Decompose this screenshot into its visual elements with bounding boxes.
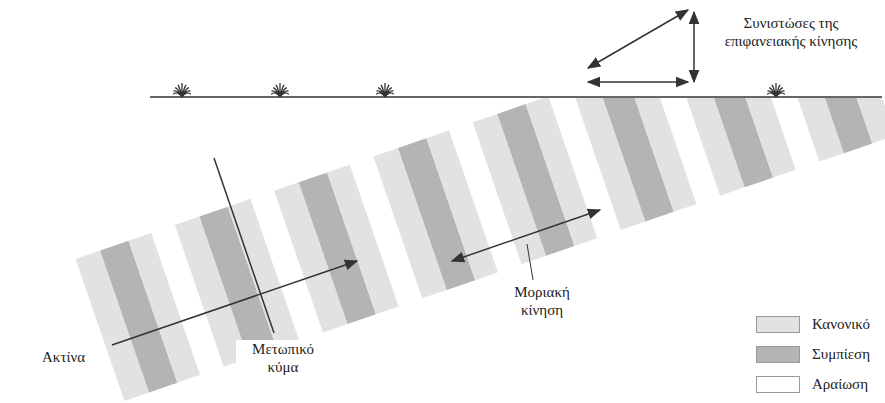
wavefront-label: Μετωπικό κύμα	[236, 340, 330, 376]
molecular-motion-label: Μοριακή κίνηση	[498, 283, 586, 319]
wave-band	[625, 98, 697, 212]
vertical-component-arrow	[693, 12, 695, 82]
surface-motion-arrow	[588, 10, 688, 68]
molecular-motion-arrow	[452, 210, 600, 261]
legend-swatch	[756, 316, 800, 333]
plant-tuft	[376, 83, 394, 97]
wave-bands	[76, 98, 885, 401]
surface-motion-label: Συνιστώσες της επιφανειακής κίνησης	[703, 14, 879, 50]
legend-swatch	[756, 376, 800, 393]
plant-tuft	[271, 83, 289, 97]
wavefront-line	[214, 158, 274, 333]
plant-tuft	[767, 83, 785, 97]
wave-band	[823, 98, 885, 143]
legend-swatch	[756, 346, 800, 363]
leader-line	[527, 244, 533, 280]
plant-tuft	[173, 83, 191, 97]
ray-arrow	[112, 261, 357, 345]
horizontal-component-arrow	[588, 81, 688, 83]
legend-text: Αραίωση	[812, 375, 868, 393]
wave-band	[724, 98, 796, 178]
legend-text: Συμπίεση	[812, 345, 870, 363]
ground-surface	[150, 96, 882, 98]
ray-label: Ακτίνα	[40, 348, 87, 366]
legend-text: Κανονικό	[812, 315, 870, 333]
plant-tufts	[173, 83, 785, 97]
